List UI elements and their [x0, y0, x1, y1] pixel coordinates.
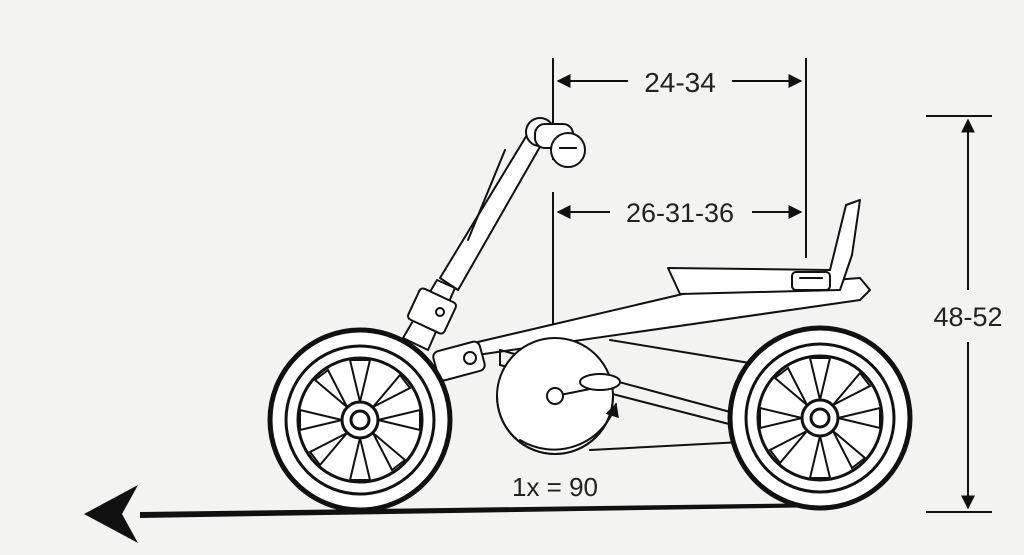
rear-wheel [727, 325, 913, 511]
top-dimension-label: 24-34 [644, 67, 716, 98]
bike-diagram [402, 117, 871, 455]
direction-arrow [84, 485, 830, 543]
height-dimension-label: 48-52 [933, 302, 1002, 332]
height-dimension-line [926, 115, 992, 513]
pedal-ratio-label: 1x = 90 [512, 472, 598, 502]
middle-dimension-label: 26-31-36 [626, 198, 734, 228]
front-wheel [267, 327, 453, 513]
